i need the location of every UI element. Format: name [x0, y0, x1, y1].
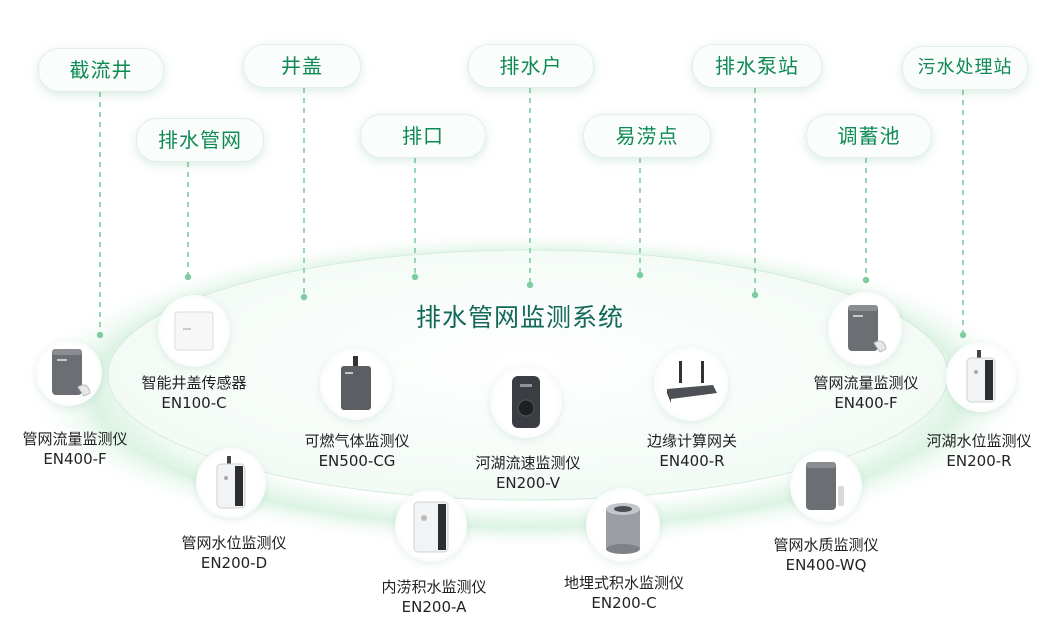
scenario-tag-jinggai[interactable]: 井盖: [243, 44, 361, 88]
device-model: EN400-WQ: [785, 556, 867, 574]
device-model: EN400-R: [659, 452, 725, 470]
device-model: EN200-R: [946, 452, 1012, 470]
connector-dot: [526, 281, 534, 289]
scenario-label: 易涝点: [615, 124, 679, 148]
device-name: 智能井盖传感器: [141, 374, 247, 392]
device-image: [790, 450, 862, 522]
scenario-tag-tiaoxuchi[interactable]: 调蓄池: [806, 114, 932, 158]
scenario-label: 排水户: [499, 54, 563, 78]
device-image: [828, 292, 902, 366]
scenario-label: 井盖: [281, 54, 323, 78]
device-name: 河湖流速监测仪: [475, 454, 581, 472]
scenario-tag-paishuiguanwang[interactable]: 排水管网: [136, 118, 264, 162]
scenario-label: 排水泵站: [715, 54, 799, 78]
device-name: 河湖水位监测仪: [926, 432, 1032, 450]
device-name: 管网流量监测仪: [813, 374, 919, 392]
device-image: [946, 342, 1016, 412]
connector-dot: [862, 276, 870, 284]
device-model: EN400-F: [43, 450, 107, 468]
device-model: EN400-F: [834, 394, 898, 412]
scenario-label: 截流井: [69, 58, 133, 82]
device-model: EN200-A: [401, 598, 467, 616]
device-image: [654, 347, 728, 421]
device-image: [490, 366, 562, 438]
device-name: 地埋式积水监测仪: [563, 574, 684, 592]
connector-dot: [411, 273, 419, 281]
scenario-tag-jieliujing[interactable]: 截流井: [38, 48, 164, 92]
scenario-tag-yilaodian[interactable]: 易涝点: [583, 114, 711, 158]
device-name: 可燃气体监测仪: [304, 432, 410, 450]
scenario-label: 排口: [402, 124, 444, 148]
device-model: EN200-C: [591, 594, 657, 612]
scenario-label: 调蓄池: [837, 124, 901, 148]
device-image: [158, 295, 230, 367]
device-image: [395, 490, 467, 562]
connector-dot: [959, 331, 967, 339]
device-name: 管网水质监测仪: [773, 536, 879, 554]
device-model: EN200-D: [200, 554, 268, 572]
device-image: [196, 448, 266, 518]
scenario-label: 污水处理站: [917, 57, 1013, 78]
device-model: EN200-V: [495, 474, 561, 492]
device-name: 边缘计算网关: [646, 432, 737, 450]
device-name: 管网水位监测仪: [181, 534, 287, 552]
device-name: 内涝积水监测仪: [381, 578, 487, 596]
scenario-tag-wushuichulizhan[interactable]: 污水处理站: [902, 46, 1028, 90]
connector-dot: [300, 293, 308, 301]
system-title: 排水管网监测系统: [415, 303, 624, 332]
device-image: [36, 340, 102, 406]
device-image: [586, 488, 660, 562]
connector-dot: [751, 291, 759, 299]
device-model: EN100-C: [161, 394, 227, 412]
scenario-tag-paishuibengzhan[interactable]: 排水泵站: [692, 44, 822, 88]
connector-dot: [636, 271, 644, 279]
connector-dot: [96, 331, 104, 339]
device-name: 管网流量监测仪: [22, 430, 128, 448]
scenario-tag-paikou[interactable]: 排口: [360, 114, 486, 158]
device-model: EN500-CG: [318, 452, 396, 470]
connector-dot: [184, 273, 192, 281]
scenario-tag-paishuihu[interactable]: 排水户: [468, 44, 594, 88]
scenario-label: 排水管网: [158, 128, 242, 152]
device-image: [320, 348, 392, 420]
